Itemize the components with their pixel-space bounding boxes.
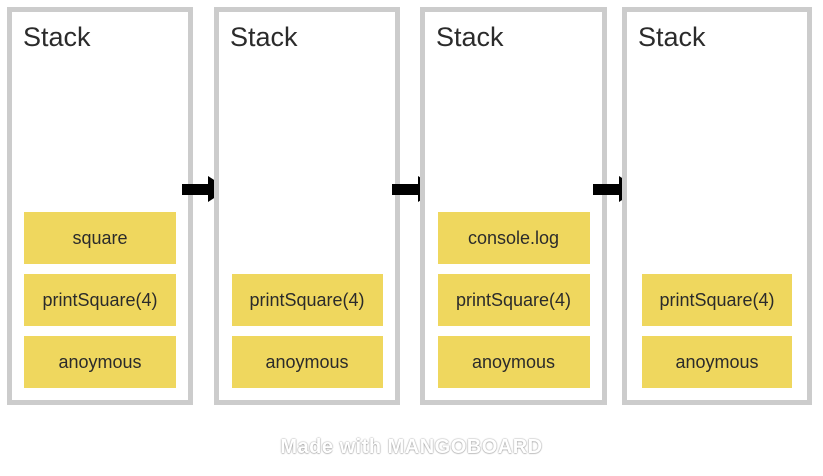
- stack-frame: printSquare(4): [24, 274, 176, 326]
- stack-frame: anoymous: [437, 336, 590, 388]
- arrow-shaft: [593, 184, 621, 195]
- stack-panel-title: Stack: [436, 22, 504, 52]
- stack-panel-3: Stack console.log printSquare(4) anoymou…: [420, 7, 607, 405]
- arrow-shaft: [392, 184, 420, 195]
- stack-frame: console.log: [437, 212, 590, 264]
- stack-panel-title: Stack: [638, 22, 706, 52]
- stack-frame: printSquare(4): [231, 274, 383, 326]
- stack-frame: anoymous: [642, 336, 792, 388]
- stack-panel-4: Stack printSquare(4) anoymous: [622, 7, 812, 405]
- stack-frame: square: [24, 212, 176, 264]
- watermark-label: Made with MANGOBOARD: [280, 436, 543, 458]
- stack-frame-list: square printSquare(4) anoymous: [12, 212, 188, 388]
- stack-frame: printSquare(4): [437, 274, 590, 326]
- stack-frame-list: console.log printSquare(4) anoymous: [425, 212, 602, 388]
- stack-frame: printSquare(4): [642, 274, 792, 326]
- stack-frame-list: printSquare(4) anoymous: [219, 274, 395, 388]
- stack-frame-list: printSquare(4) anoymous: [627, 274, 807, 388]
- stack-frame: anoymous: [231, 336, 383, 388]
- stack-panel-title: Stack: [230, 22, 298, 52]
- arrow-shaft: [182, 184, 210, 195]
- stack-frame: anoymous: [24, 336, 176, 388]
- stack-panel-2: Stack printSquare(4) anoymous: [214, 7, 400, 405]
- stack-panel-title: Stack: [23, 22, 91, 52]
- stack-panel-1: Stack square printSquare(4) anoymous: [7, 7, 193, 405]
